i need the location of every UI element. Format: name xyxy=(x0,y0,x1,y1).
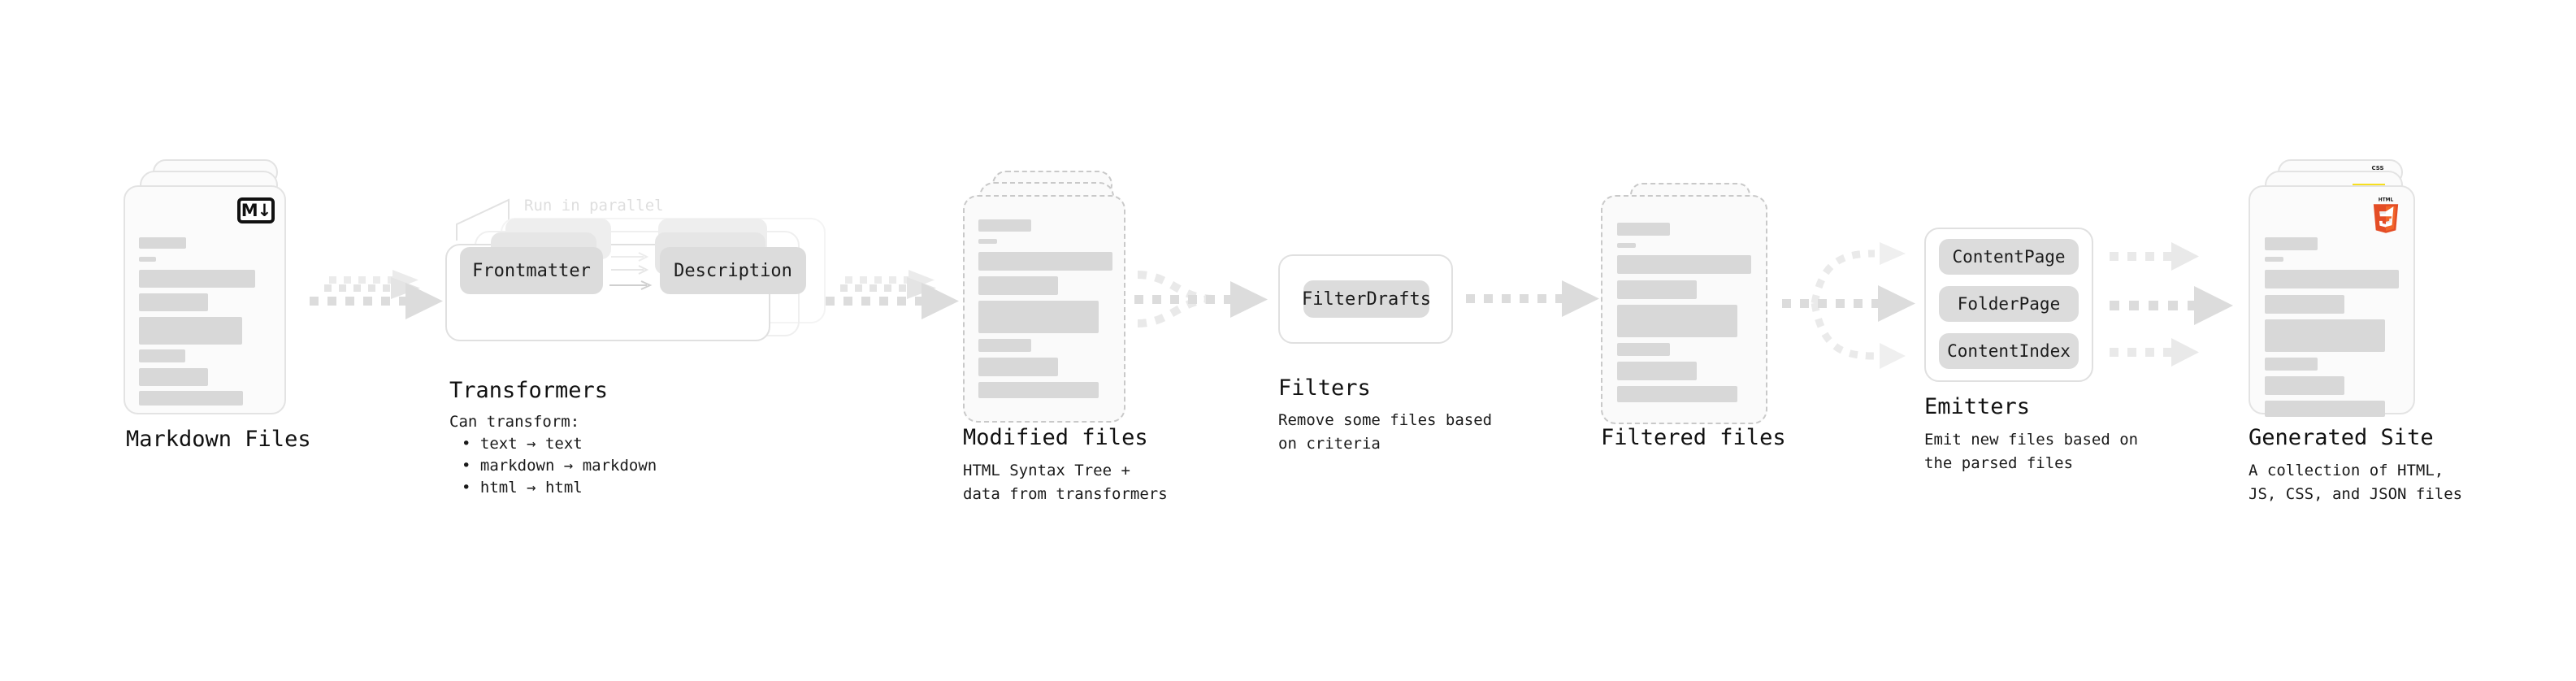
stage-caption-filtered-files: Filtered files xyxy=(1601,425,1786,450)
stage-caption-emitters: Emitters xyxy=(1924,394,2031,419)
skeleton-line xyxy=(139,349,185,362)
transformers-bullet-1: • text → text xyxy=(462,435,583,453)
stage-caption-modified-files: Modified files xyxy=(963,425,1148,450)
css3-icon-label: CSS xyxy=(2371,165,2384,171)
svg-text:HTML: HTML xyxy=(2379,198,2394,203)
skeleton-line xyxy=(139,237,186,249)
emitters-description: Emit new files based on the parsed files xyxy=(1924,431,2139,473)
run-in-parallel-bracket xyxy=(456,198,510,241)
skeleton-line xyxy=(2265,237,2318,250)
skeleton-line xyxy=(2265,295,2344,314)
transformers-bullet-2: • markdown → markdown xyxy=(462,457,657,475)
skeleton-line xyxy=(978,358,1058,376)
transformers-description-heading: Can transform: xyxy=(449,413,580,431)
skeleton-line xyxy=(2265,319,2385,352)
skeleton-line xyxy=(139,317,242,345)
stage-caption-markdown-files: Markdown Files xyxy=(126,427,311,452)
site-card-front: HTML xyxy=(2249,185,2415,417)
markdown-icon: M↓ xyxy=(237,197,275,223)
arrow-transformers-to-modified xyxy=(826,270,959,319)
skeleton-line xyxy=(2265,401,2385,417)
skeleton-line xyxy=(978,239,997,244)
skeleton-line xyxy=(139,391,243,406)
skeleton-line xyxy=(1617,243,1636,248)
modified-files-description: HTML Syntax Tree + data from transformer… xyxy=(963,462,1168,504)
skeleton-line xyxy=(1617,362,1697,380)
skeleton-line xyxy=(2265,257,2283,262)
skeleton-line xyxy=(1617,223,1670,236)
stage-caption-generated-site: Generated Site xyxy=(2249,425,2434,450)
emitter-chip-contentindex[interactable]: ContentIndex xyxy=(1939,333,2079,369)
skeleton-line xyxy=(139,270,255,288)
emitter-chip-folderpage[interactable]: FolderPage xyxy=(1939,286,2079,322)
modified-files-card-stack xyxy=(963,171,1166,439)
stage-caption-transformers: Transformers xyxy=(449,378,609,403)
skeleton-line xyxy=(978,219,1031,232)
markdown-files-card-stack: M↓ xyxy=(124,159,310,427)
skeleton-line xyxy=(2265,376,2344,395)
arrow-modified-to-filters xyxy=(1134,271,1268,327)
modified-card-front xyxy=(963,195,1125,423)
skeleton-line xyxy=(139,293,208,311)
markdown-card-front: M↓ xyxy=(124,185,286,414)
arrow-emitters-to-site xyxy=(2110,242,2233,367)
skeleton-line xyxy=(978,301,1099,333)
transformers-stack: Frontmatter Description xyxy=(445,218,835,364)
skeleton-line xyxy=(139,257,156,262)
skeleton-line xyxy=(2265,270,2399,288)
arrow-filters-to-filtered xyxy=(1466,280,1599,317)
arrow-filtered-to-emitters xyxy=(1782,242,1915,369)
run-in-parallel-label: Run in parallel xyxy=(524,197,664,215)
skeleton-line xyxy=(978,382,1099,398)
emitter-chip-contentpage[interactable]: ContentPage xyxy=(1939,239,2079,275)
filter-chip-filterdrafts[interactable]: FilterDrafts xyxy=(1302,280,1431,318)
transformer-chip-frontmatter[interactable]: Frontmatter xyxy=(460,247,603,294)
transformers-bullet-3: • html → html xyxy=(462,479,583,497)
transformer-chip-description[interactable]: Description xyxy=(660,247,806,294)
skeleton-line xyxy=(978,339,1031,352)
stage-caption-filters: Filters xyxy=(1278,375,1371,401)
skeleton-line xyxy=(978,252,1112,271)
skeleton-line xyxy=(978,276,1058,295)
transformer-internal-arrows xyxy=(609,252,653,290)
generated-site-description: A collection of HTML, JS, CSS, and JSON … xyxy=(2249,462,2463,504)
skeleton-line xyxy=(1617,305,1737,337)
generated-site-card-stack: CSS HTML xyxy=(2249,159,2460,436)
skeleton-line xyxy=(1617,343,1670,356)
arrow-markdown-to-transformers xyxy=(310,270,443,319)
html5-icon: HTML xyxy=(2373,198,2399,233)
filtered-files-card-stack xyxy=(1601,183,1804,451)
skeleton-line xyxy=(1617,386,1737,402)
skeleton-line xyxy=(1617,280,1697,299)
skeleton-line xyxy=(139,368,208,386)
filtered-card-front xyxy=(1601,195,1767,424)
skeleton-line xyxy=(1617,255,1751,274)
filters-description: Remove some files based on criteria xyxy=(1278,411,1493,453)
skeleton-line xyxy=(2265,358,2318,371)
